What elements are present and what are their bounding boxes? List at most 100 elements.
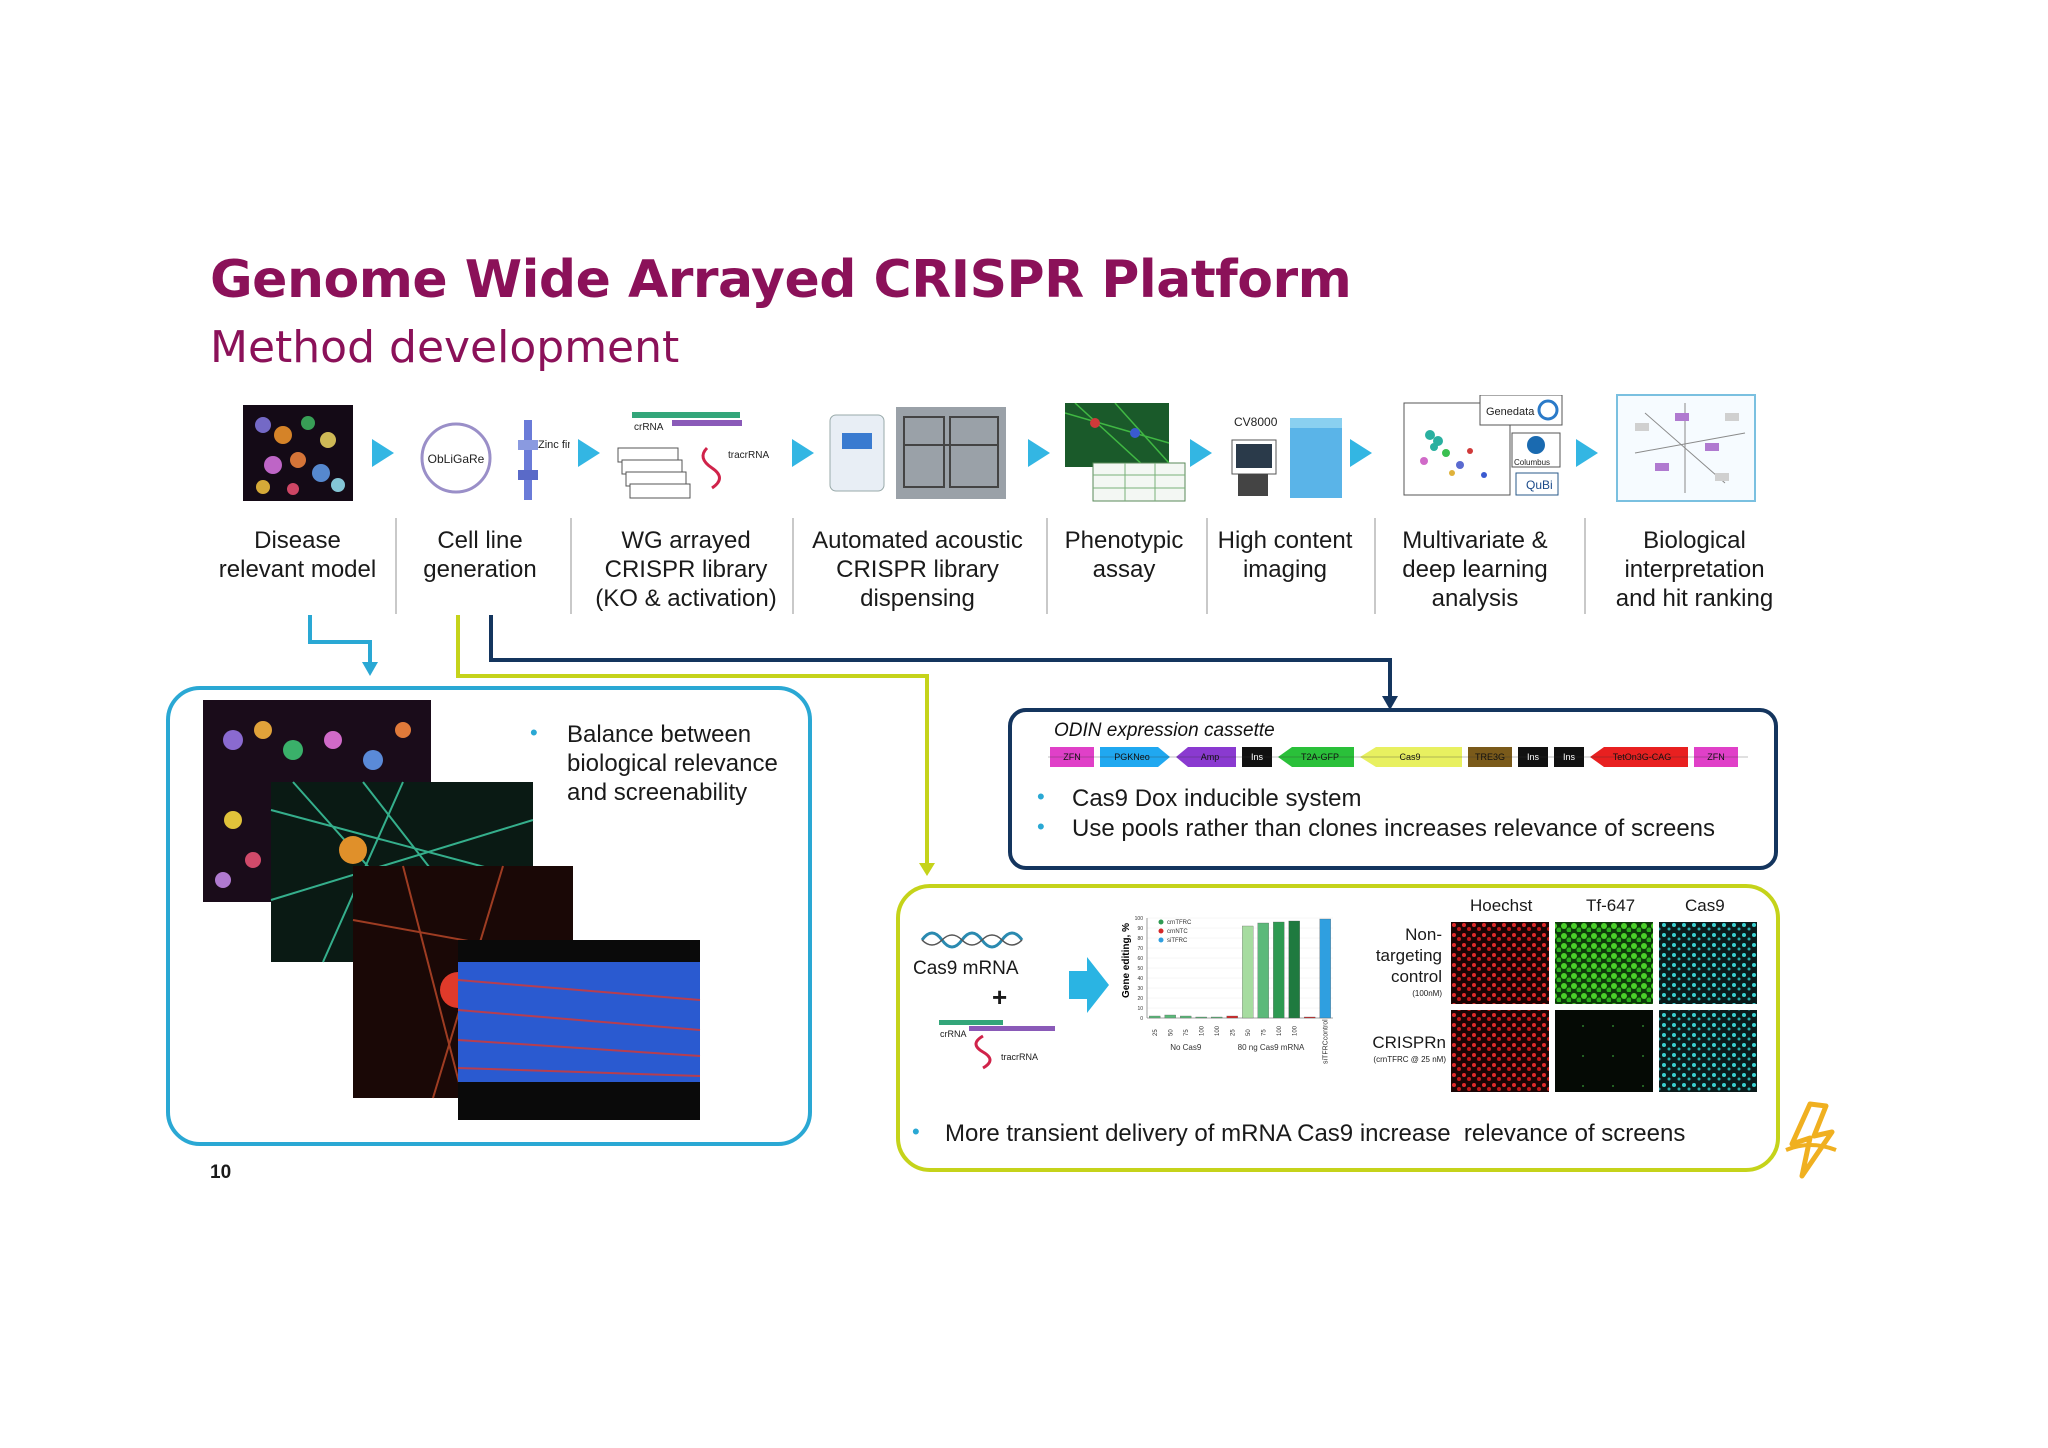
chart-xtick-label: 100 [1215,1025,1221,1036]
chart-ylabel: Gene editing, % [1121,923,1132,998]
chart-xtick-label: 25 [1153,1029,1159,1036]
disease-model-box [166,686,812,1146]
step-divider [395,518,397,614]
acoustic-dispenser-thumbnail [829,407,1006,499]
navy-box-bullet-2: Use pools rather than clones increases r… [1072,815,1716,842]
chart-bar [1211,1016,1223,1019]
chart-bar [1180,1015,1192,1019]
cell-line-generation-thumbnail: ObLiGaRe Zinc fingers [420,420,570,500]
chart-legend-marker [1158,937,1164,943]
odin-cassette-box [1008,708,1778,870]
chart-xtick-label: 100 [1277,1025,1283,1036]
disease-model-image-stack [203,700,701,1120]
chart-ytick-label: 90 [1137,926,1143,932]
page-number: 10 [210,1162,232,1183]
zinc-fingers-label: Zinc fingers [538,439,570,451]
chart-legend-label: crnNTC [1167,929,1188,935]
chart-xtick-label: 50 [1168,1029,1174,1036]
chart-ytick-label: 0 [1140,1016,1143,1022]
bullet-icon: • [912,1119,920,1144]
chart-ytick-label: 70 [1137,946,1143,952]
micro-col-cas9: Cas9 [1685,896,1725,915]
chart-ytick-label: 30 [1137,986,1143,992]
flow-arrow-icon [578,439,600,467]
cassette-seg-teton3g-cag: TetOn3G-CAG [1613,752,1672,762]
chart-legend-label: crnTFRC [1167,920,1192,926]
chart-bar [1304,1016,1316,1019]
chart-bar [1288,920,1300,1019]
chart-bar [1164,1014,1176,1019]
chart-xtick-label: 25 [1230,1029,1236,1036]
cassette-title: ODIN expression cassette [1054,720,1275,741]
delivery-arrow-icon [1069,957,1109,1013]
chart-bar [1149,1015,1161,1019]
cv8000-label: CV8000 [1234,415,1278,429]
chart-group-label: 80 ng Cas9 mRNA [1238,1043,1305,1052]
tracrrna-label: tracrRNA [728,450,769,461]
chart-bar [1273,921,1285,1019]
disease-model-thumbnail [243,405,353,501]
chart-ytick-label: 10 [1137,1006,1143,1012]
step-divider [792,518,794,614]
tracrrna-label: tracrRNA [1001,1052,1039,1062]
crrna-label: crRNA [940,1029,967,1039]
phenotypic-assay-thumbnail [1065,403,1186,502]
microscopy-grid [1451,922,1757,1092]
chart-xtick-label: 50 [1246,1029,1252,1036]
page-subtitle: Method development [210,322,680,373]
crrna-tracrrna-icon [939,1020,1055,1070]
chart-bar [1242,925,1254,1019]
cassette-seg-zfn: ZFN [1063,752,1081,762]
chart-group-label: No Cas9 [1170,1043,1202,1052]
chart-ytick-label: 50 [1137,966,1143,972]
plus-sign: + [992,982,1008,1012]
pathway-map-thumbnail [1616,394,1756,502]
flow-arrow-icon [1350,439,1372,467]
cassette-seg-t2a-gfp: T2A-GFP [1301,752,1339,762]
chart-group-label: siTFRCcontrol [1322,1019,1329,1064]
flow-arrow-icon [1576,439,1598,467]
chart-ytick-label: 80 [1137,936,1143,942]
chart-xtick-label: 75 [1184,1029,1190,1036]
chart-ytick-label: 100 [1135,916,1144,922]
genedata-label: Genedata [1486,406,1535,418]
mrna-strand-icon [920,931,1024,949]
obligare-label: ObLiGaRe [428,452,485,466]
chart-bar [1319,918,1331,1019]
bullet-icon: • [1037,814,1045,839]
chart-legend-marker [1158,928,1164,934]
cassette-map: ZFN PGKNeo Amp Ins T2A-GFP Cas9 TRE3G In… [1048,747,1748,767]
crrna-label: crRNA [634,422,664,433]
page-title: Genome Wide Arrayed CRISPR Platform [210,250,1352,310]
multivariate-analysis-thumbnail: Genedata Columbus QuBi [1403,395,1563,496]
cassette-seg-pgkneo: PGKNeo [1114,752,1150,762]
chart-bar [1226,1015,1238,1019]
chart-ytick-label: 40 [1137,976,1143,982]
chart-legend-marker [1158,919,1164,925]
flow-arrow-icon [1028,439,1050,467]
step-divider [1374,518,1376,614]
chart-xtick-label: 75 [1261,1029,1267,1036]
company-logo-icon [1785,1101,1837,1179]
columbus-label: Columbus [1514,458,1550,467]
navy-box-bullet-1: Cas9 Dox inducible system [1072,785,1362,812]
cassette-seg-ins: Ins [1251,752,1264,762]
green-box-bullet: More transient delivery of mRNA Cas9 inc… [945,1120,1686,1147]
step-divider [570,518,572,614]
micro-row-crisprn-label: CRISPRn (crnTFRC @ 25 nM) [1372,1033,1446,1064]
step-divider [1584,518,1586,614]
micro-col-tf647: Tf-647 [1586,896,1636,915]
cassette-seg-ins: Ins [1527,752,1540,762]
step-divider [1206,518,1208,614]
mrna-cas9-box [896,884,1780,1172]
chart-ytick-label: 20 [1137,996,1143,1002]
chart-xtick-label: 100 [1292,1025,1298,1036]
